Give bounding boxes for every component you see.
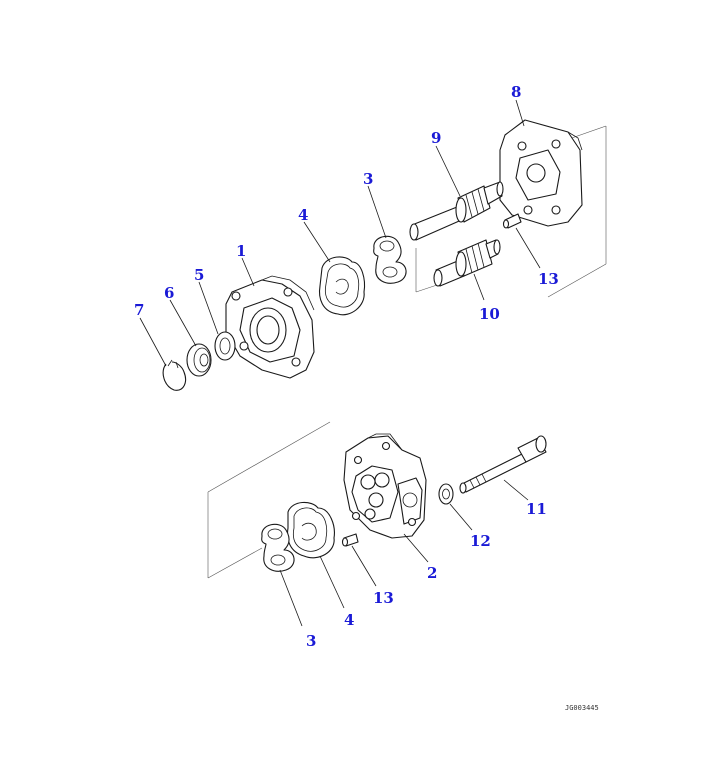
part-10-driven-gear [433, 239, 501, 287]
part-3-wear-plate-upper [373, 235, 407, 284]
callout-3-lower: 3 [306, 632, 316, 650]
part-6-oil-seal [186, 343, 212, 377]
part-11-bolt [459, 435, 547, 494]
callout-12: 12 [470, 532, 491, 550]
part-1-front-cover [225, 275, 315, 379]
part-4-gasket-upper [318, 256, 366, 316]
part-9-drive-shaft [409, 181, 504, 241]
callout-6: 6 [164, 284, 174, 302]
callout-4-lower: 4 [344, 611, 354, 629]
callout-7: 7 [134, 301, 144, 319]
callout-4-upper: 4 [298, 206, 308, 224]
leader-lines [139, 99, 541, 627]
callout-2: 2 [427, 564, 437, 582]
callout-3-upper: 3 [363, 170, 373, 188]
part-7-snap-ring [162, 359, 187, 391]
part-13-dowel-pin-lower [341, 533, 359, 547]
part-2-pump-body [343, 433, 427, 539]
callout-10: 10 [479, 305, 500, 323]
upper-group-frame [415, 125, 607, 298]
part-8-flange-plate [499, 119, 583, 227]
callout-13-upper: 13 [538, 270, 559, 288]
part-13-dowel-pin-upper [502, 213, 522, 229]
callout-9: 9 [431, 129, 441, 147]
callout-labels: 8 9 3 4 1 5 6 7 13 10 11 12 2 13 4 3 [134, 83, 559, 650]
drawing-id: JG003445 [565, 704, 599, 712]
part-3-wear-plate-lower [261, 523, 295, 572]
part-12-washer [438, 483, 454, 505]
callout-1: 1 [236, 242, 246, 260]
part-4-gasket-lower [286, 501, 335, 559]
callout-13-lower: 13 [373, 589, 394, 607]
callout-8: 8 [511, 83, 521, 101]
lower-group-frame [207, 421, 331, 579]
callout-5: 5 [194, 266, 204, 284]
callout-11: 11 [526, 500, 547, 518]
part-5-washer [214, 331, 236, 361]
